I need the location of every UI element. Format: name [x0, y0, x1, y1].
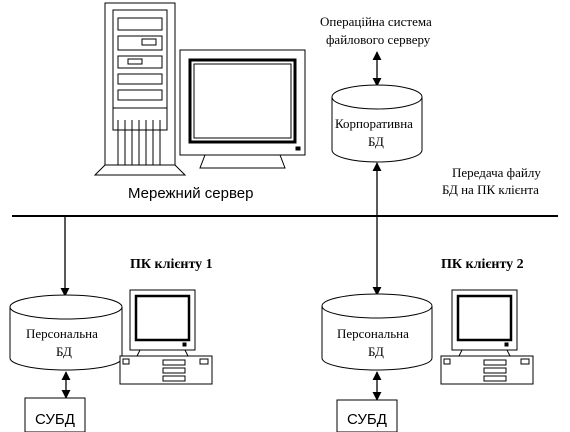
server-label: Мережний сервер: [128, 185, 253, 202]
os-label-line1: Операційна система: [320, 14, 432, 29]
client2-dbms-box: [336, 399, 398, 432]
transfer-label-line2: БД на ПК клієнта: [442, 182, 539, 197]
corporate-db-line1: Корпоративна: [335, 116, 413, 131]
client1-db-line1: Персональна: [26, 326, 98, 341]
client1-title: ПК клієнту 1: [130, 257, 213, 272]
client2-db-line2: БД: [368, 344, 384, 359]
client2-db-cylinder: [321, 293, 433, 371]
client1-db-cylinder: [9, 294, 123, 371]
server-tower-icon: [93, 2, 187, 176]
client1-dbms-box: [24, 397, 86, 432]
server-monitor-icon: [179, 49, 306, 169]
corporate-db-line2: БД: [368, 134, 384, 149]
client2-dbms-label: СУБД: [347, 411, 387, 428]
client1-dbms-label: СУБД: [35, 411, 75, 428]
os-label-line2: файлового серверу: [326, 32, 431, 47]
transfer-label-line1: Передача файлу: [452, 165, 541, 180]
client1-db-line2: БД: [56, 344, 72, 359]
client2-db-line1: Персональна: [337, 326, 409, 341]
client2-title: ПК клієнту 2: [441, 257, 524, 272]
corporate-db-cylinder: [331, 84, 423, 163]
client1-pc-icon: [119, 289, 213, 385]
client2-pc-icon: [440, 289, 534, 385]
